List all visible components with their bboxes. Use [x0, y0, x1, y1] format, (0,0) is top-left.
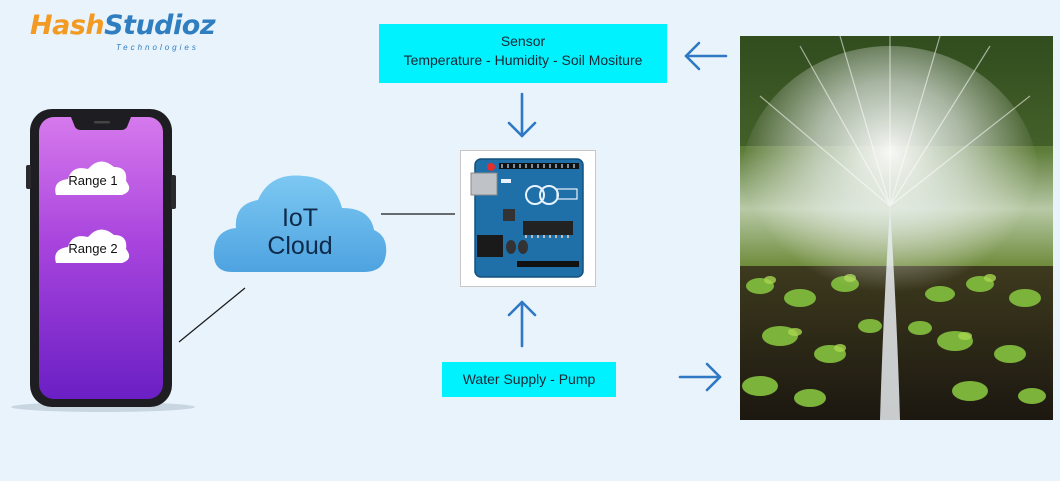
sensor-title: Sensor [500, 33, 546, 49]
sensor-box: Sensor Temperature - Humidity - Soil Mos… [379, 24, 667, 83]
cloud-label-line-1: IoT [281, 204, 319, 232]
cloud-bubble-range-2[interactable] [55, 229, 130, 263]
iot-cloud: IoT Cloud [212, 168, 388, 276]
water-pump-box: Water Supply - Pump [442, 362, 616, 397]
pump-label: Water Supply - Pump [462, 371, 596, 387]
smartphone: Range 1 Range 2 [11, 109, 195, 412]
cloud-bubble-range-1[interactable] [55, 161, 130, 195]
range-1-label: Range 1 [68, 173, 118, 188]
cloud-label-line-2: Cloud [267, 232, 333, 260]
arrow-field-to-sensor-icon [684, 41, 728, 71]
sensor-subtitle: Temperature - Humidity - Soil Mositure [403, 52, 643, 68]
arrow-sensor-to-arduino-icon [507, 92, 537, 138]
arrow-pump-to-field-icon [678, 362, 722, 392]
range-2-label: Range 2 [68, 241, 118, 256]
hashstudioz-logo: HashStudioz Technologies [30, 10, 216, 56]
cloud-icon [213, 175, 387, 272]
arduino-board-icon [470, 158, 584, 278]
logo-wordmark: HashStudioz [30, 10, 216, 41]
logo-tagline: Technologies [116, 43, 199, 52]
arduino-board [460, 150, 596, 287]
arrow-pump-to-arduino-icon [507, 300, 537, 348]
irrigation-field-photo [740, 36, 1053, 420]
